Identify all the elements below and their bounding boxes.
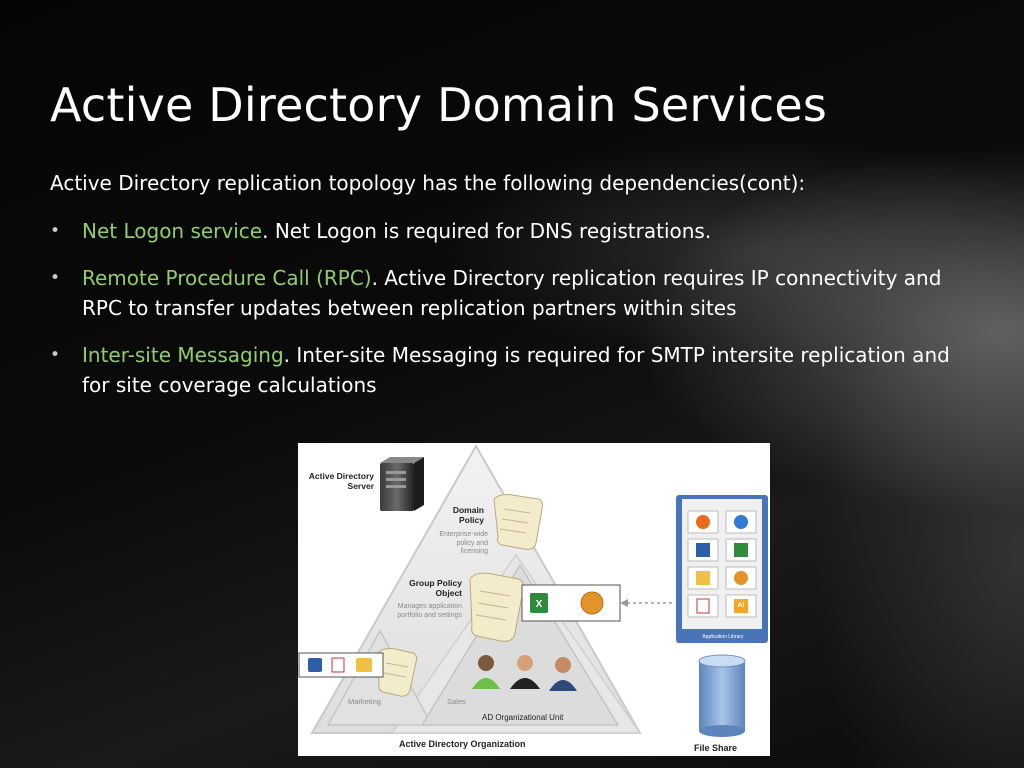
app-icon [580,591,604,615]
server-icon [380,457,424,511]
diagram-graphics: X [298,443,768,737]
pdf-icon [331,657,345,673]
app-icon-2 [734,571,748,585]
sales-label: Sales [447,697,466,706]
bullet-term: Inter-site Messaging [82,342,284,367]
intro-text: Active Directory replication topology ha… [50,171,806,195]
file-share-cylinder-icon [698,654,746,737]
ad-organization-diagram: X [298,443,770,756]
folder-icon-2 [696,571,710,585]
user-icon-black [510,655,540,689]
svg-text:X: X [536,599,543,610]
folder-icon [356,658,372,672]
bullet-text: . Inter-site Messaging is required for S… [82,342,950,398]
excel-icon: X [530,593,548,613]
app-library-label: Application Library [702,634,744,640]
domain-policy-title: Domain Policy [452,505,484,525]
word-icon [308,658,322,672]
bullet-text: . Net Logon is required for DNS registra… [262,219,712,243]
bullet-item-net-logon: Net Logon service. Net Logon is required… [50,216,950,247]
bullet-item-ism: Inter-site Messaging. Inter-site Messagi… [50,340,950,401]
marketing-label: Marketing [348,697,381,706]
library-arrow-head [620,599,628,607]
excel-icon-2 [734,543,748,557]
word-icon-2 [696,543,710,557]
illustrator-icon-label: Ai [737,602,745,609]
domain-policy-scroll-icon [493,494,543,550]
pdf-icon-2 [696,598,710,614]
file-share-label: File Share [694,743,738,753]
gpo-title: Group Policy Object [409,578,462,598]
slide-title: Active Directory Domain Services [50,78,828,132]
organization-label: Active Directory Organization [399,739,526,749]
ie-icon [734,515,748,529]
domain-policy-desc: Enterprise-wide policy and licensing [439,531,488,555]
marketing-scroll-icon [377,648,418,697]
bullet-term: Remote Procedure Call (RPC) [82,265,372,290]
bullet-term: Net Logon service [82,219,263,243]
gpo-scroll-icon [469,572,524,642]
ou-label: AD Organizational Unit [482,713,564,722]
bullet-item-rpc: Remote Procedure Call (RPC). Active Dire… [50,263,950,324]
firefox-icon [696,515,710,529]
gpo-desc: Manages application portfolio and settin… [397,603,462,619]
user-icon-blue [549,657,577,691]
illustrator-icon [734,599,748,613]
bullet-text: . Active Directory replication requires … [82,265,942,321]
bullet-list: Net Logon service. Net Logon is required… [50,216,950,417]
user-icon-green [472,655,500,689]
server-label: Active Directory Server [308,471,374,491]
